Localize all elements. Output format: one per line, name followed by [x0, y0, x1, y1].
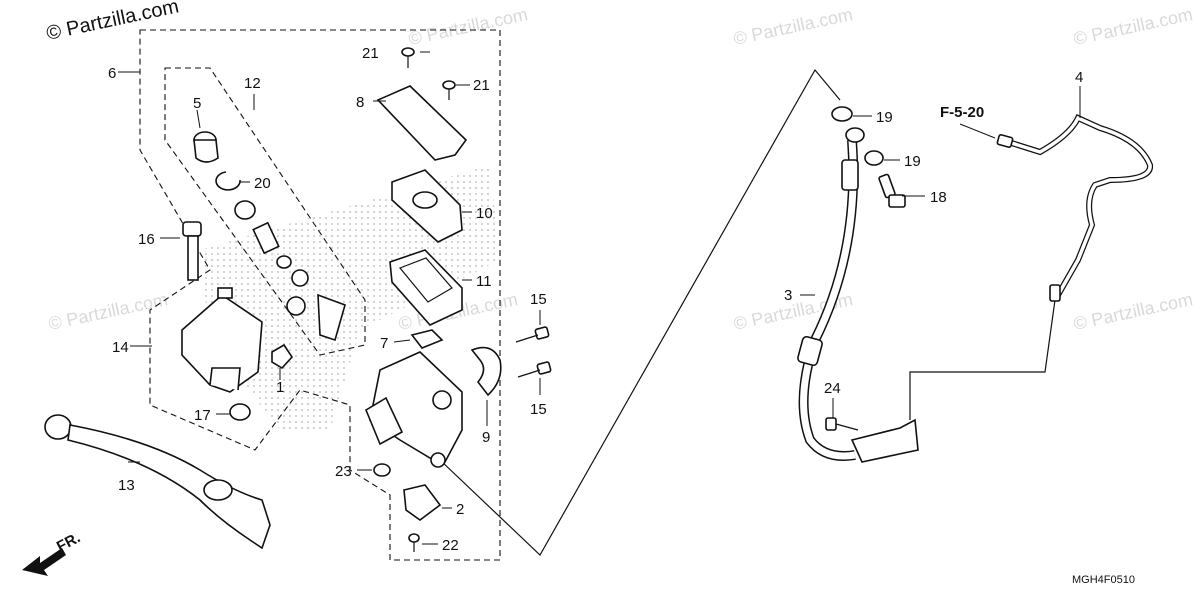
hose-diagonal-line [439, 68, 841, 556]
reference-leader [959, 123, 996, 139]
part-holder-bolt [517, 361, 552, 378]
watermark: © Partzilla.com [732, 4, 855, 49]
part-screw [442, 80, 456, 100]
figure-reference: F-5-20 [940, 104, 984, 121]
part-reservoir-plate [391, 169, 463, 243]
callout-2: 2 [456, 501, 464, 518]
part-master-cylinder-body [364, 351, 463, 468]
part-nut [271, 343, 294, 370]
part-piston-set [234, 200, 346, 342]
callout-23: 23 [335, 463, 352, 480]
part-switch-housing [181, 287, 263, 393]
callout-6: 6 [108, 65, 116, 82]
part-brake-lever [44, 414, 271, 550]
watermark-top-left: © Partzilla.com [44, 0, 180, 45]
callout-20: 20 [254, 175, 271, 192]
watermark: © Partzilla.com [47, 289, 170, 334]
callout-24: 24 [824, 380, 841, 397]
callout-11: 11 [476, 273, 492, 290]
leader-lines [118, 51, 1081, 545]
part-holder-clamp [470, 346, 502, 397]
callout-12: 12 [244, 75, 261, 92]
part-float [410, 329, 444, 349]
callout-22: 22 [442, 537, 459, 554]
callout-10: 10 [476, 205, 493, 222]
callout-5: 5 [193, 95, 201, 112]
callout-21: 21 [362, 45, 379, 62]
callout-1: 1 [276, 379, 284, 396]
part-sealing-washer [831, 106, 853, 122]
part-sealing-washer [864, 150, 884, 166]
callout-19: 19 [904, 153, 921, 170]
part-brake-pipe [996, 114, 1153, 302]
watermark: © Partzilla.com [407, 4, 530, 49]
part-screw [401, 47, 415, 68]
callout-3: 3 [784, 287, 792, 304]
callout-8: 8 [356, 94, 364, 111]
callout-9: 9 [482, 429, 490, 446]
callout-7: 7 [380, 335, 388, 352]
part-circlip [215, 171, 241, 191]
sub-assembly-outline [164, 67, 366, 356]
part-holder-bolt [515, 326, 550, 343]
part-pivot-bolt [182, 221, 202, 281]
callout-15: 15 [530, 401, 547, 418]
part-stop-switch [403, 484, 442, 521]
watermark: © Partzilla.com [1072, 289, 1195, 334]
part-screw [408, 533, 420, 552]
part-boot [193, 131, 219, 163]
hose-connector-line [909, 299, 1056, 420]
watermark: © Partzilla.com [1072, 4, 1195, 49]
part-reservoir-cap [376, 85, 468, 161]
part-diaphragm [389, 249, 463, 326]
diagram-code: MGH4F0510 [1072, 574, 1135, 586]
callout-4: 4 [1075, 69, 1083, 86]
part-washer [229, 403, 251, 421]
callout-13: 13 [118, 477, 135, 494]
callout-19: 19 [876, 109, 893, 126]
callout-14: 14 [112, 339, 129, 356]
part-brake-hose [797, 139, 919, 463]
part-mounting-bolt [878, 173, 906, 208]
part-banjo-fitting [845, 127, 865, 143]
front-arrow-icon [22, 548, 66, 576]
part-cap [373, 463, 391, 477]
callout-18: 18 [930, 189, 947, 206]
callout-16: 16 [138, 231, 155, 248]
part-mounting-bolt [825, 417, 859, 431]
callout-15: 15 [530, 291, 547, 308]
callout-17: 17 [194, 407, 211, 424]
callout-21: 21 [473, 77, 490, 94]
